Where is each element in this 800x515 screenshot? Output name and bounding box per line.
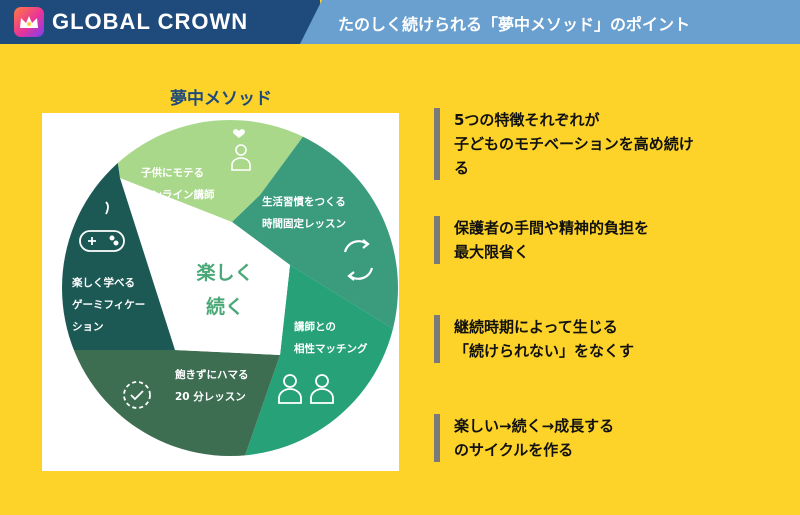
timer-check-icon — [123, 381, 151, 409]
segment-1-line-2: オンライン講師 — [141, 189, 215, 201]
brand-bar — [0, 0, 320, 44]
crown-logo-icon — [14, 7, 44, 37]
center-label: 楽しく 続く — [185, 256, 265, 324]
point-3-line-1: 継続時期によって生じる — [454, 318, 618, 336]
header-bar: GLOBAL CROWN たのしく続けられる「夢中メソッド」のポイント — [0, 0, 800, 44]
center-line-1: 楽しく — [196, 262, 254, 284]
two-people-icon — [278, 374, 334, 404]
point-1-line-3: る — [454, 159, 470, 177]
segment-2-line-1: 生活習慣をつくる — [262, 196, 346, 208]
segment-1 — [110, 120, 330, 222]
segment-3-label: 講師との 相性マッチング — [294, 316, 368, 360]
center-pentagon — [160, 222, 290, 355]
segment-4-label: 飽きずにハマる 20 分レッスン — [175, 364, 249, 408]
segment-3-line-2: 相性マッチング — [294, 343, 368, 355]
segment-1-label: 子供にモテる オンライン講師 — [141, 162, 215, 206]
segment-3-line-1: 講師との — [294, 321, 336, 333]
diagram-title: 夢中メソッド — [170, 89, 272, 109]
point-4-line-2: のサイクルを作る — [454, 441, 574, 459]
point-1: 5つの特徴それぞれが 子どものモチベーションを高め続け る — [434, 108, 694, 180]
point-3: 継続時期によって生じる 「続けられない」をなくす — [434, 315, 634, 363]
point-2-line-1: 保護者の手間や精神的負担を — [454, 219, 650, 237]
segment-2-line-2: 時間固定レッスン — [262, 218, 346, 230]
cycle-arrows-icon — [343, 239, 374, 281]
title-bar — [300, 0, 800, 44]
brand-name: GLOBAL CROWN — [52, 9, 249, 34]
gamepad-icon — [79, 201, 125, 252]
segment-5-label: 楽しく学べる ゲーミフィケー ション — [72, 272, 145, 338]
segment-1-line-1: 子供にモテる — [141, 167, 204, 179]
segment-5-line-1: 楽しく学べる — [72, 277, 135, 289]
segment-5-line-3: ション — [72, 321, 104, 333]
point-2: 保護者の手間や精神的負担を 最大限省く — [434, 216, 649, 264]
segment-2-label: 生活習慣をつくる 時間固定レッスン — [262, 191, 346, 235]
segment-4-line-2: 20 分レッスン — [175, 391, 246, 403]
point-1-line-2: 子どものモチベーションを高め続け — [454, 135, 694, 153]
segment-5-line-2: ゲーミフィケー — [72, 299, 146, 311]
point-1-line-1: 5つの特徴それぞれが — [454, 111, 600, 129]
point-4: 楽しい→続く→成長する のサイクルを作る — [434, 414, 614, 462]
point-4-line-1: 楽しい→続く→成長する — [454, 417, 615, 435]
point-2-line-2: 最大限省く — [454, 243, 530, 261]
heart-person-icon — [231, 129, 251, 171]
crown-icon — [20, 16, 38, 28]
segment-4-line-1: 飽きずにハマる — [175, 369, 249, 381]
center-line-2: 続く — [205, 296, 244, 318]
point-3-line-2: 「続けられない」をなくす — [454, 342, 635, 360]
page-title: たのしく続けられる「夢中メソッド」のポイント — [338, 15, 691, 34]
